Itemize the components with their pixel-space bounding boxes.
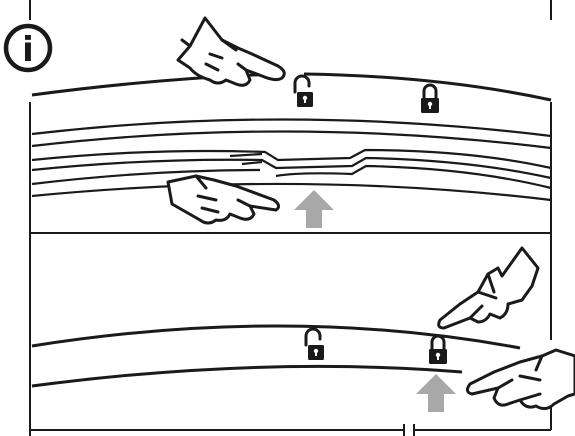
lock-icon [427,334,449,366]
bottom-panel [31,246,575,412]
hand-pointing-down-icon [437,246,540,330]
hand-pointing-right-icon [166,174,281,225]
info-icon: i [3,23,53,73]
top-panel [31,16,552,228]
bottom-panel-curve-upper [31,324,521,350]
hand-pointing-left-icon [465,348,575,411]
diagram-frame [29,0,552,436]
unlock-icon [293,74,315,109]
push-up-arrow-icon [416,374,456,412]
bottom-panel-curve-lower [31,364,463,388]
info-glyph: i [22,30,34,70]
hand-pointing-down-icon [176,16,286,87]
top-panel-curve-upper-right [303,72,552,102]
lock-icon [419,83,441,115]
unlock-icon [304,327,326,362]
wiper-blade [31,118,552,202]
push-up-arrow-icon [294,190,334,228]
